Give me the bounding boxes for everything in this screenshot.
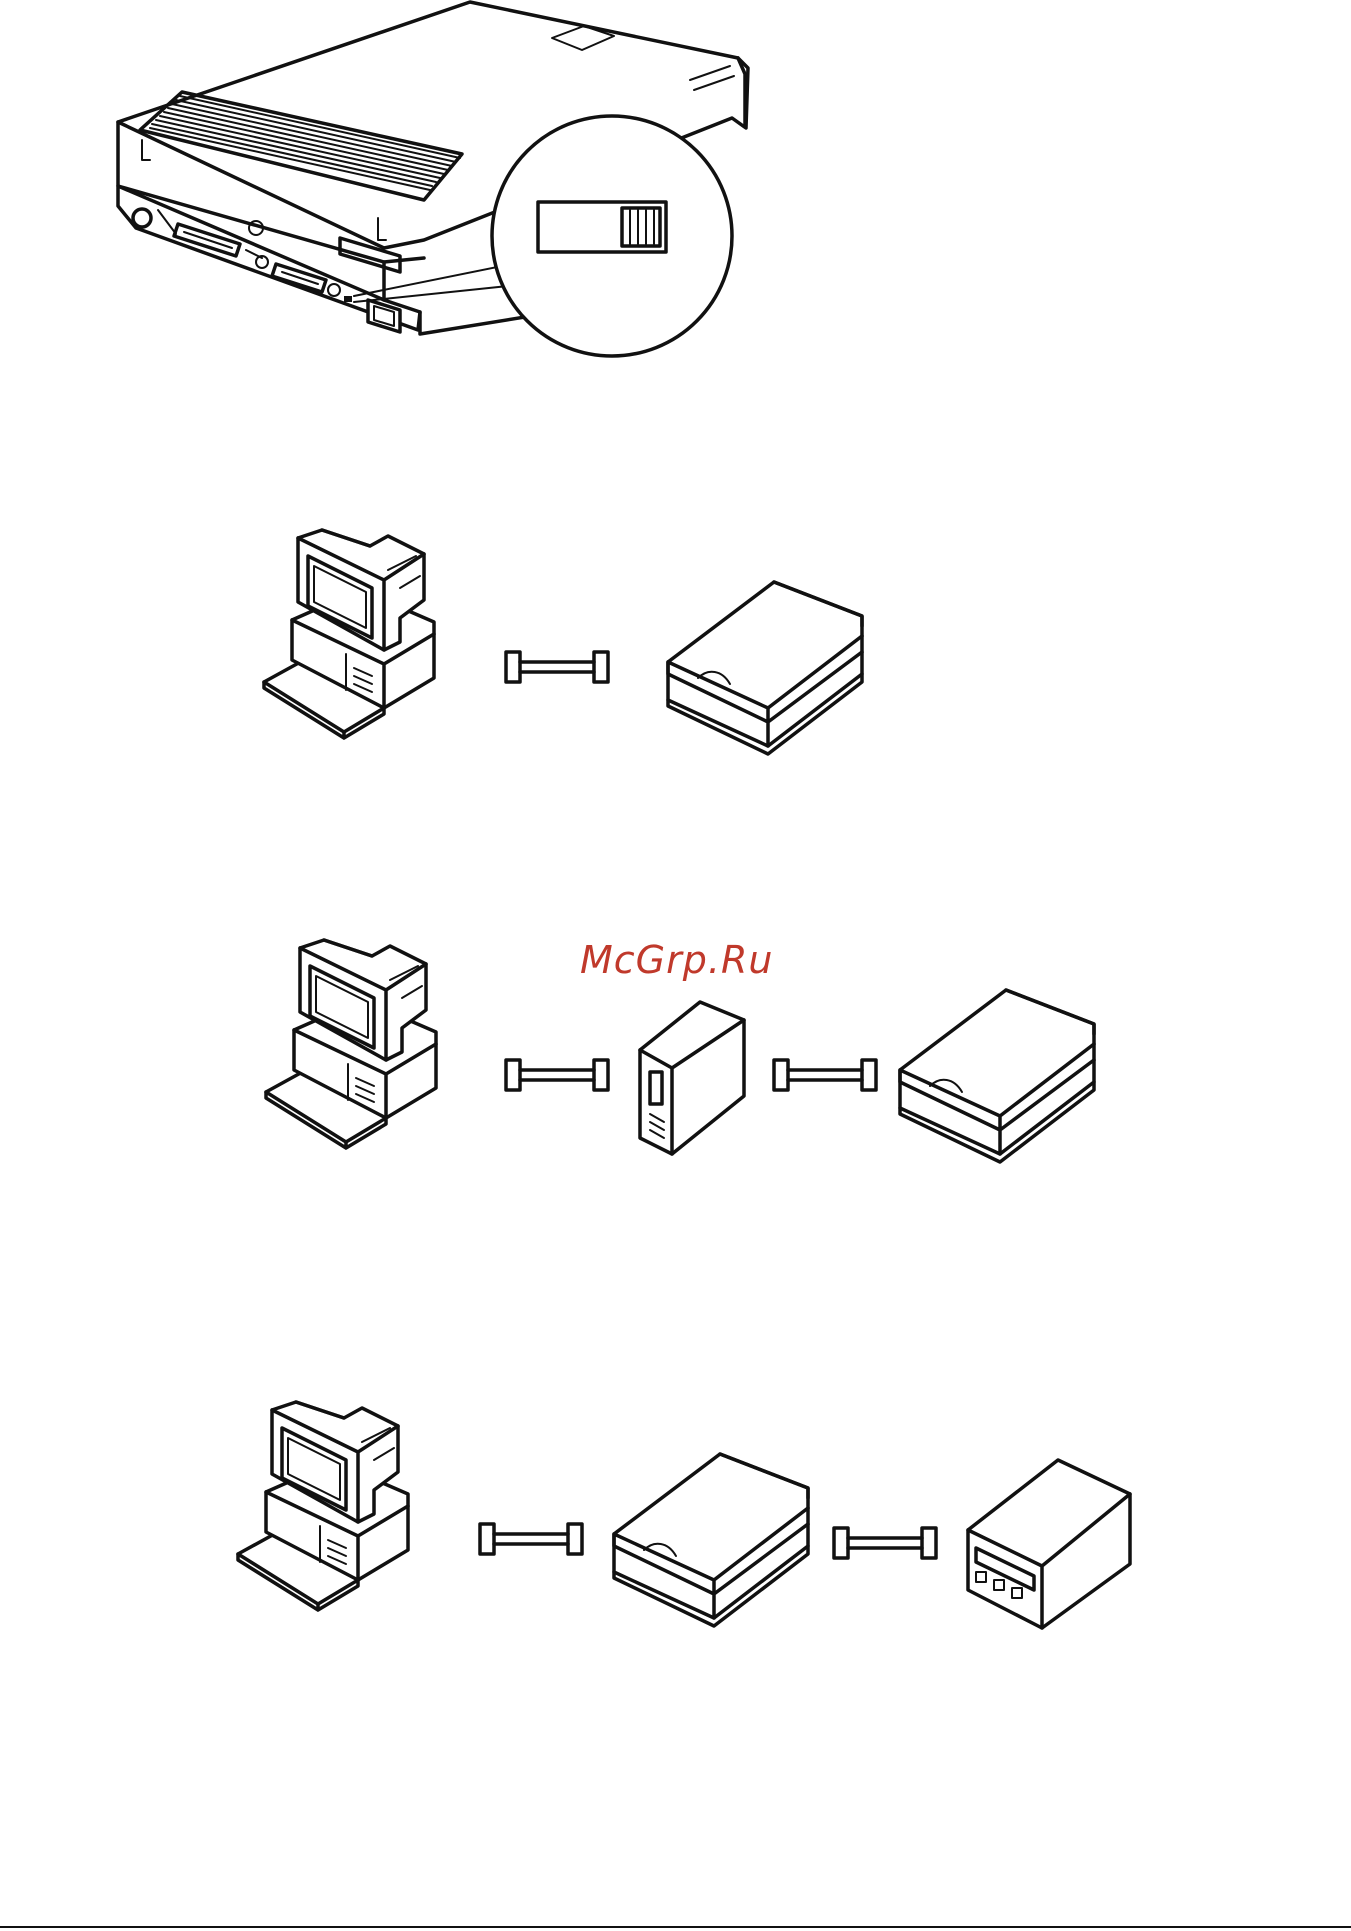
computer-icon [266,940,436,1148]
external-device-icon [968,1460,1130,1628]
scanner-icon [668,582,862,754]
scanner-icon [900,990,1094,1162]
computer-icon [264,530,434,738]
external-drive-icon [640,1002,744,1154]
page-bottom-rule [0,1926,1351,1928]
scsi-cable-icon [774,1060,876,1090]
scanner-icon [614,1454,808,1626]
scsi-cable-icon [506,1060,608,1090]
scsi-cable-icon [480,1524,582,1554]
computer-icon [238,1402,408,1610]
scsi-cable-icon [506,652,608,682]
terminator-switch-small [344,296,352,302]
connection-diagram-3 [0,1396,1351,1636]
callout-magnifier [492,116,732,356]
scanner-rear-view [0,0,1351,370]
connection-diagram-1 [0,520,1351,760]
scsi-cable-icon [834,1528,936,1558]
watermark-text: McGrp.Ru [580,938,773,982]
